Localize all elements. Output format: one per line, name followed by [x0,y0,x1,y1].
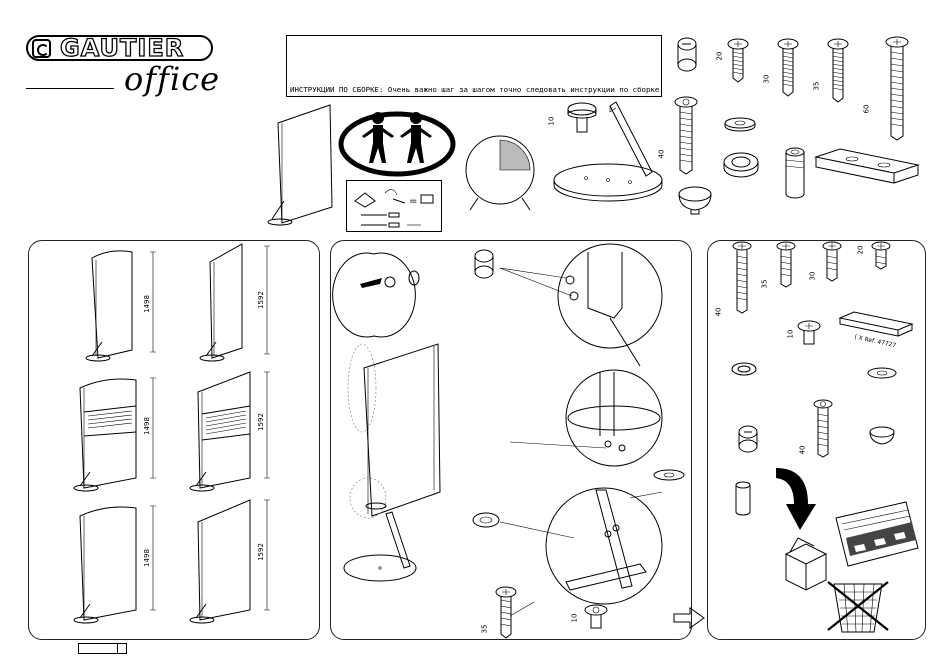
instructions-text: ИНСТРУКЦИИ ПО СБОРКЕ: Очень важно шаг за… [290,85,659,94]
checklist-screw-40b [812,398,836,460]
tools-needed-box: = [346,180,442,232]
oval-base-plate-part [552,160,668,206]
checklist-foot-block [838,310,914,340]
screw-20mm-part [726,38,752,83]
variant-4-illustration [182,370,256,496]
checklist-screw-20-label: 20 [856,246,864,255]
checklist-screw-30mm [821,240,845,284]
variant-1-height-label: 1498 [143,295,151,313]
leveling-foot-part [677,184,717,216]
variant-5-height-label: 1498 [143,549,151,567]
instruction-sheet-illustration [834,500,920,570]
checklist-screw-30-label: 30 [808,272,816,281]
pack-away-arrow-icon [770,464,822,534]
assembly-bolt-10-label: 10 [570,614,578,623]
checklist-cam-nut [736,424,762,454]
leveling-foot-insertion-detail [340,250,420,340]
variant-3-illustration [70,374,144,496]
foot-block-part [812,145,922,195]
svg-text:=: = [409,196,417,207]
checklist-leveling-foot [868,424,898,448]
checklist-bolt-10-label: 10 [786,330,794,339]
screw-60mm-part [884,36,912,142]
do-not-discard-icon [826,576,890,636]
checklist-threaded-sleeve [734,480,754,518]
instructions-box: ИНСТРУКЦИИ ПО СБОРКЕ: Очень важно шаг за… [286,35,662,97]
checklist-screw-40mm [731,240,755,314]
checklist-screw-35-label: 35 [760,280,768,289]
washer-small-icon [652,468,688,484]
assembly-screw-35mm [494,586,520,640]
checklist-cup-washer [730,360,760,382]
screw-35mm-part [826,38,852,104]
checklist-flat-washer [866,366,900,382]
variant-3-height-label: 1498 [143,417,151,435]
variant-6-illustration [182,498,256,628]
screw-length-30-label: 30 [762,75,770,84]
checklist-bolt-10mm [796,320,824,350]
variant-6-height-label: 1592 [257,543,265,561]
page-tab-marker [78,643,127,654]
logo-mark-icon [32,39,51,58]
assembly-bolt-10mm [583,604,611,634]
threaded-sleeve-part [784,146,808,200]
cam-lock-step-detail [470,246,666,374]
assembly-time-clock-icon [462,132,542,214]
logo-brand-text: GAUTIER [60,34,184,62]
variant-4-height-label: 1592 [257,413,265,431]
variant-5-illustration [70,502,144,628]
variant-2-illustration [192,242,252,368]
base-plate-step-detail [510,366,666,470]
connector-bolt-10mm-part [565,102,601,136]
cup-washer-part [722,150,762,182]
screw-length-35-label: 35 [812,82,820,91]
product-overview-illustration [260,105,340,230]
next-step-arrow-icon [672,606,706,630]
assembly-screw-35-label: 35 [480,625,488,634]
tools-icon: = [347,181,443,233]
screw-30mm-part [776,38,802,98]
cam-lock-nut-part [673,35,703,75]
screw-length-60-label: 60 [862,105,870,114]
logo-underline [26,88,114,89]
checklist-screw-40b-label: 40 [798,446,806,455]
screw-length-40-label: 40 [657,150,665,159]
checklist-screw-40-label: 40 [714,308,722,317]
variant-1-illustration [82,246,142,366]
screw-40mm-part [673,96,701,176]
flat-washer-part [723,115,759,135]
screw-length-20-label: 20 [715,52,723,61]
bolt-length-10-label: 10 [547,117,555,126]
gautier-office-logo: GAUTIER office [26,30,216,100]
two-person-assembly-icon [340,108,458,178]
variant-2-height-label: 1592 [257,291,265,309]
logo-sub-text: office [124,60,220,98]
checklist-screw-20mm [870,240,894,272]
rod-and-base-detail [340,510,424,590]
checklist-screw-35mm [775,240,799,290]
storage-box-illustration [780,536,830,594]
screen-assembly-overview [342,338,444,528]
